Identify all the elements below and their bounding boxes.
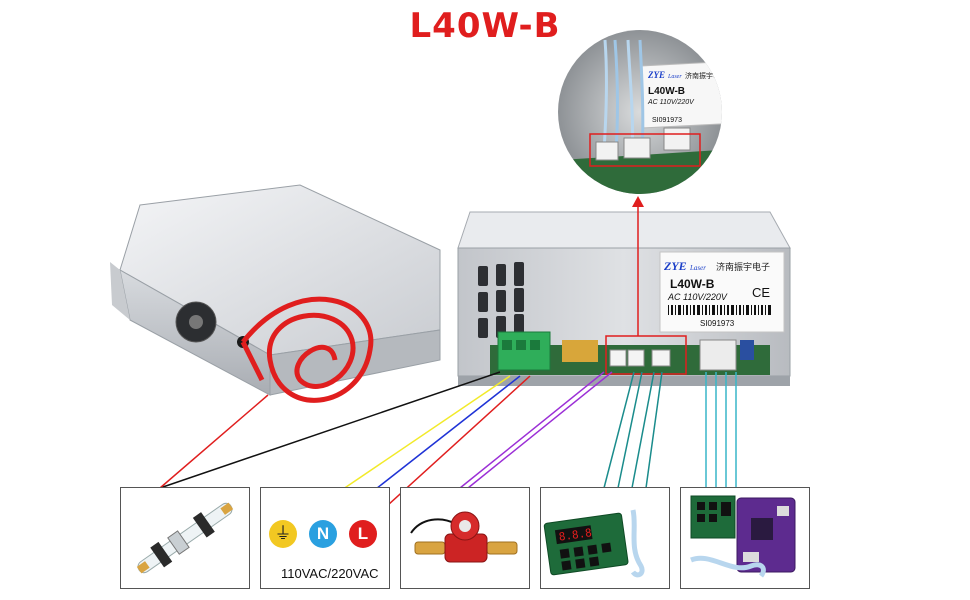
zoom-brand-sub: Laser <box>667 74 682 80</box>
water-flow-switch-icon <box>410 511 518 563</box>
label-model: L40W-B <box>670 277 715 291</box>
mainboard-box <box>680 487 810 589</box>
main-power-supply: ZYE Laser 济南振宇电子 L40W-B AC 110V/220V CE … <box>457 211 791 386</box>
label-brand-sub: Laser <box>689 264 706 272</box>
product-title: L40W-B <box>409 6 561 46</box>
wire-ctrl-2 <box>617 371 643 489</box>
wire-tube <box>159 371 501 489</box>
arrow-head-icon <box>632 196 644 207</box>
control-panel-box: 8.8.8 <box>540 487 670 589</box>
wire-ctrl-3 <box>631 371 655 489</box>
left-power-supply <box>110 184 441 403</box>
zoom-company: 济南振宇电子 <box>685 71 727 80</box>
wire-flow-2 <box>467 371 613 489</box>
laser-tube-box <box>120 487 250 589</box>
highlight-box <box>605 335 687 375</box>
barcode <box>668 305 771 315</box>
wire-ctrl-4 <box>645 371 663 489</box>
zoom-input: AC 110V/220V <box>647 99 695 106</box>
ac-terminal-block <box>497 331 551 371</box>
mainboard-icon <box>690 495 796 578</box>
ce-mark: CE <box>752 285 770 300</box>
svg-text:8.8.8: 8.8.8 <box>558 526 593 543</box>
ground-icon: ⏚ <box>269 520 297 548</box>
laser-tube-icon <box>136 502 234 574</box>
wire-live <box>365 375 531 526</box>
zoom-brand: ZYE <box>647 70 665 80</box>
label-brand: ZYE <box>663 259 687 273</box>
product-label: ZYE Laser 济南振宇电子 L40W-B AC 110V/220V CE … <box>659 251 785 333</box>
water-flow-box <box>400 487 530 589</box>
label-input: AC 110V/220V <box>667 292 728 302</box>
zoom-model: L40W-B <box>648 86 685 97</box>
zoom-detail: ZYE Laser 济南振宇电子 L40W-B AC 110V/220V SI0… <box>558 30 727 194</box>
red-hv-cable <box>241 296 374 403</box>
wire-flow-1 <box>459 371 605 489</box>
label-company: 济南振宇电子 <box>716 261 770 273</box>
neutral-icon: N <box>309 520 337 548</box>
voltage-label: 110VAC/220VAC <box>281 566 379 581</box>
wire-ctrl-1 <box>603 371 635 489</box>
wires <box>159 371 737 526</box>
wire-hv <box>159 394 269 489</box>
live-icon: L <box>349 520 377 548</box>
label-serial: SI091973 <box>700 319 735 328</box>
control-panel-icon: 8.8.8 <box>543 509 645 578</box>
vent-slots <box>478 262 524 338</box>
ac-input-box: ⏚ N L 110VAC/220VAC <box>260 487 390 589</box>
zoom-serial: SI091973 <box>652 117 682 124</box>
